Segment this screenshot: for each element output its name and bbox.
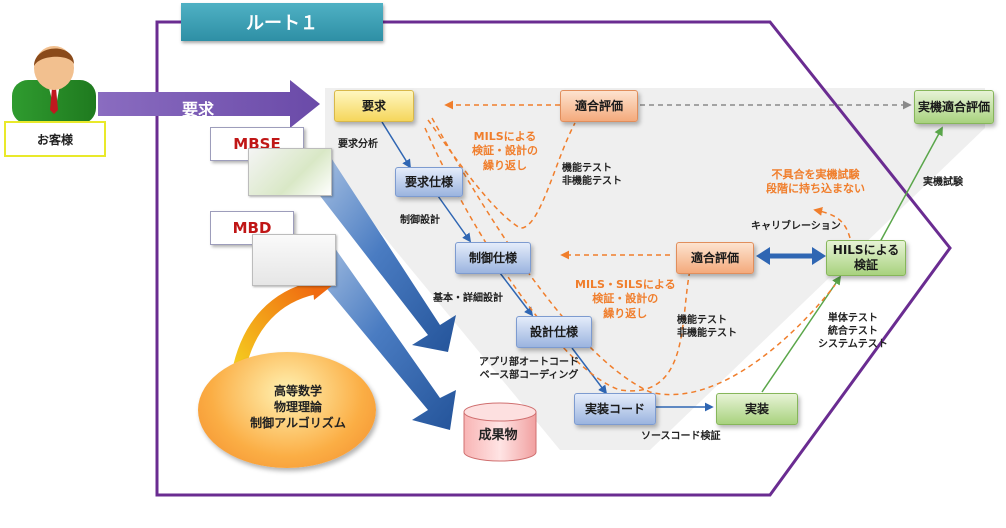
hils-verification-box: HILSによる 検証 (826, 240, 906, 276)
customer-label: お客様 (4, 121, 106, 157)
control-spec-box: 制御仕様 (455, 242, 531, 274)
calibration-label: キャリブレーション (751, 221, 841, 232)
math-text: 高等数学 物理理論 制御アルゴリズム (228, 383, 368, 432)
implementation-box: 実装 (716, 393, 798, 425)
no-carry-line-1: 不具合を実機試験 (771, 168, 860, 181)
func-test-mid-a: 機能テスト (677, 315, 727, 326)
mils-sils-line-3: 繰り返し (603, 306, 648, 320)
hils-line-1: HILSによる (832, 243, 900, 257)
design-spec-box: 設計仕様 (516, 316, 592, 348)
coding-label: アプリ部オートコード ベース部コーディング (479, 356, 579, 382)
func-test-mid-label: 機能テスト 非機能テスト (677, 314, 737, 340)
source-verify-label: ソースコード検証 (641, 431, 721, 442)
math-ellipse (198, 352, 376, 468)
route-title: ルート１ (181, 3, 383, 41)
impl-code-box: 実装コード (574, 393, 656, 425)
math-line-3: 制御アルゴリズム (250, 416, 346, 431)
test-levels-label: 単体テスト 統合テスト システムテスト (818, 312, 888, 351)
integ-test-label: 統合テスト (827, 326, 878, 337)
mils-sils-loop-label: MILS・SILSによる 検証・設計の 繰り返し (575, 278, 676, 321)
deliverable-label: 成果物 (478, 428, 518, 443)
base-coding-label: ベース部コーディング (479, 370, 579, 381)
conformance-box-top: 適合評価 (560, 90, 638, 122)
mils-line-3: 繰り返し (483, 158, 527, 172)
customer-figure (12, 46, 96, 124)
req-spec-box: 要求仕様 (395, 167, 463, 197)
mbse-thumbnail (248, 148, 332, 196)
unit-test-label: 単体テスト (827, 313, 878, 324)
math-line-2: 物理理論 (273, 400, 322, 415)
request-arrow-label: 要求 (182, 100, 215, 119)
basic-detail-label: 基本・詳細設計 (433, 293, 503, 304)
func-test-mid-b: 非機能テスト (677, 328, 737, 339)
no-carry-line-2: 段階に持ち込まない (766, 182, 865, 196)
mils-loop-label: MILSによる 検証・設計の 繰り返し (472, 130, 538, 173)
control-design-label: 制御設計 (400, 215, 440, 226)
mils-line-2: 検証・設計の (472, 144, 538, 158)
func-test-top-a: 機能テスト (562, 163, 612, 174)
real-test-label: 実機試験 (923, 177, 963, 188)
mbd-thumbnail (252, 234, 336, 286)
app-autocode-label: アプリ部オートコード (479, 357, 579, 368)
conformance-box-mid: 適合評価 (676, 242, 754, 274)
func-test-top-b: 非機能テスト (562, 176, 622, 187)
mils-sils-line-1: MILS・SILSによる (575, 278, 676, 291)
func-test-top-label: 機能テスト 非機能テスト (562, 162, 622, 188)
mils-line-1: MILSによる (473, 130, 537, 143)
mils-sils-line-2: 検証・設計の (592, 292, 659, 306)
req-analysis-label: 要求分析 (338, 139, 378, 150)
no-carry-label: 不具合を実機試験 段階に持ち込まない (766, 168, 865, 197)
hils-line-2: 検証 (853, 258, 878, 272)
system-test-label: システムテスト (818, 339, 888, 350)
real-conformance-box: 実機適合評価 (914, 90, 994, 124)
requirements-box: 要求 (334, 90, 414, 122)
math-line-1: 高等数学 (273, 384, 322, 398)
